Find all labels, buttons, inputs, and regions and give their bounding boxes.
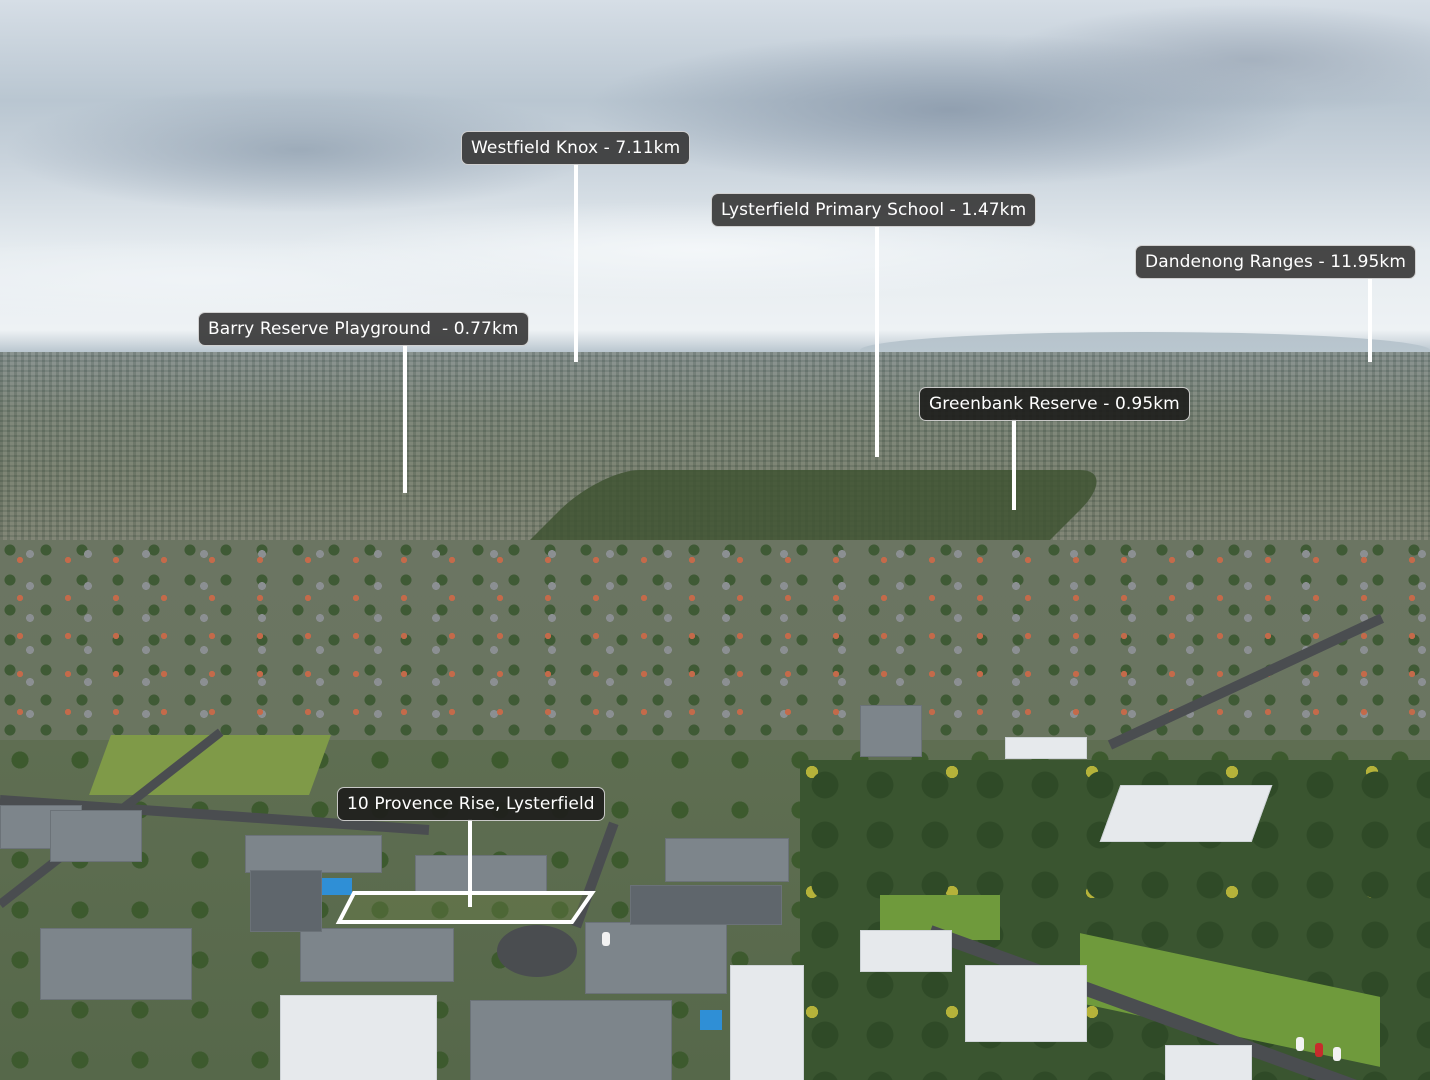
parked-car [1296, 1037, 1304, 1051]
greenbank-reserve-label: Greenbank Reserve - 0.95km [919, 387, 1190, 421]
house-roof [860, 930, 952, 972]
parked-car [1315, 1043, 1323, 1057]
dandenong-ranges-leader-line [1368, 277, 1372, 362]
cloudy-sky [0, 0, 1430, 360]
lysterfield-primary-school-label: Lysterfield Primary School - 1.47km [711, 193, 1037, 227]
house-roof [300, 928, 454, 982]
house-roof [50, 810, 142, 862]
house-roof [965, 965, 1087, 1042]
house-roof [730, 965, 804, 1080]
westfield-knox-label: Westfield Knox - 7.11km [461, 131, 691, 165]
subject-property-address-label: 10 Provence Rise, Lysterfield [337, 787, 605, 821]
house-roof [1005, 737, 1087, 759]
house-roof [665, 838, 789, 882]
house-roof [630, 885, 782, 925]
swimming-pool [700, 1010, 722, 1030]
dandenong-ranges-label: Dandenong Ranges - 11.95km [1135, 245, 1417, 279]
house-roof [40, 928, 192, 1000]
parked-car [1333, 1047, 1341, 1061]
barry-reserve-playground-label: Barry Reserve Playground - 0.77km [198, 312, 529, 346]
house-roof [470, 1000, 672, 1080]
house-roof [245, 835, 382, 873]
cul-de-sac [497, 925, 577, 977]
greenbank-reserve-leader-line [1012, 419, 1016, 510]
house-roof [860, 705, 922, 757]
barry-reserve-leader-line [403, 344, 407, 493]
swimming-pool [322, 878, 352, 895]
parked-car [602, 932, 610, 946]
house-roof [250, 870, 322, 932]
lysterfield-primary-leader-line [875, 225, 879, 457]
westfield-knox-leader-line [574, 163, 578, 362]
house-roof [1165, 1045, 1252, 1080]
mid-suburbs [0, 540, 1430, 760]
house-roof [280, 995, 437, 1080]
subject-property-leader-line [468, 819, 472, 907]
